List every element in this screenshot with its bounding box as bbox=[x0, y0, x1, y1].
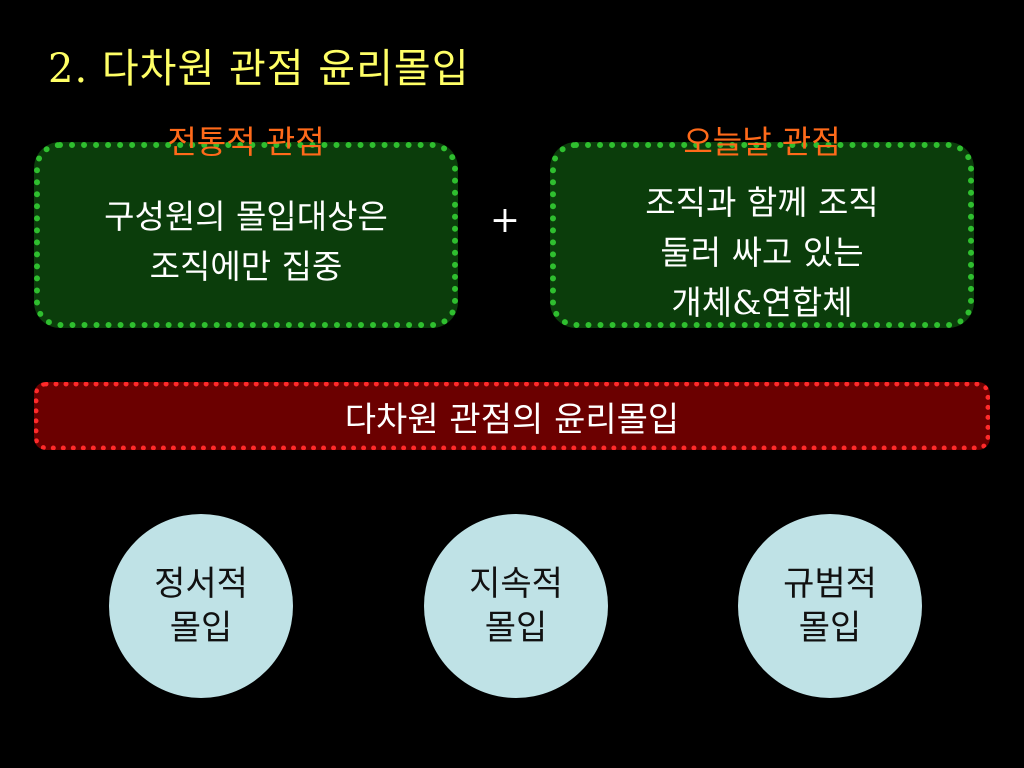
modern-view-text: 조직과 함께 조직 둘러 싸고 있는 개체&연합체 bbox=[645, 183, 879, 322]
plus-symbol: + bbox=[489, 200, 521, 241]
traditional-view-text: 구성원의 몰입대상은 조직에만 집중 bbox=[104, 197, 388, 286]
modern-view-heading: 오늘날 관점 bbox=[683, 123, 841, 161]
traditional-view-box: 구성원의 몰입대상은 조직에만 집중 bbox=[34, 142, 458, 328]
modern-view-box: 조직과 함께 조직 둘러 싸고 있는 개체&연합체 bbox=[550, 142, 974, 328]
normative-commitment-circle: 규범적 몰입 bbox=[738, 514, 922, 698]
multidimensional-banner: 다차원 관점의 윤리몰입 bbox=[34, 382, 990, 450]
traditional-view-heading: 전통적 관점 bbox=[167, 123, 325, 161]
slide-title: 2. 다차원 관점 윤리몰입 bbox=[48, 46, 470, 92]
continuance-commitment-circle: 지속적 몰입 bbox=[424, 514, 608, 698]
affective-commitment-circle: 정서적 몰입 bbox=[109, 514, 293, 698]
